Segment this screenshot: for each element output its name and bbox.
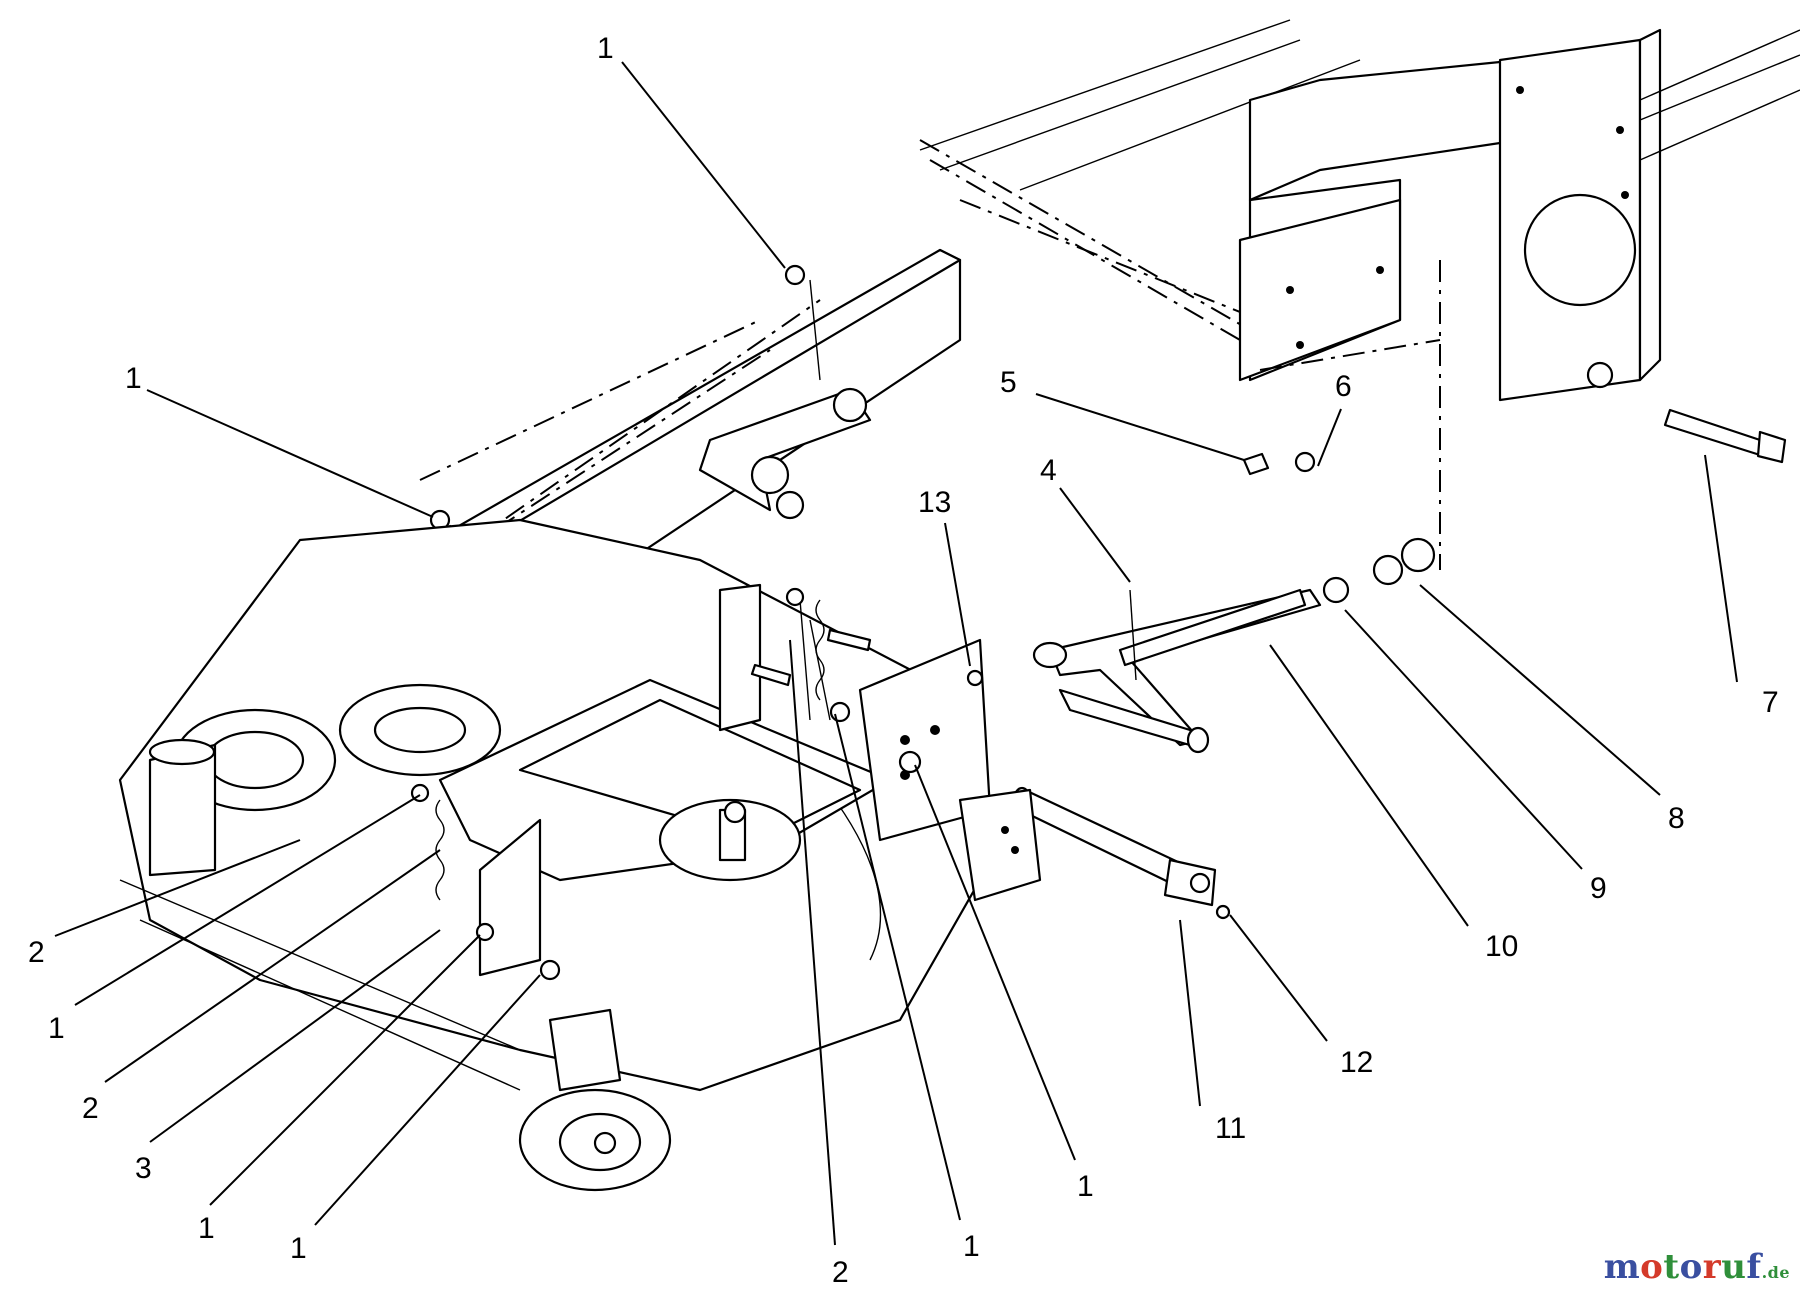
- callout-part-2-left: 2: [28, 936, 45, 969]
- watermark-letter: t: [1663, 1247, 1680, 1287]
- watermark-letter: u: [1721, 1247, 1747, 1287]
- callout-part-5: 5: [1000, 366, 1017, 399]
- watermark-logo: motoruf.de: [1604, 1247, 1790, 1287]
- deck-pin: [1012, 786, 1231, 920]
- callout-part-13: 13: [918, 486, 951, 519]
- deck-chains: [410, 587, 984, 981]
- callout-part-1-left: 1: [125, 362, 142, 395]
- callout-labels: 1 1 5 6 4 13 7 8 9 10 12 11 2 1 2 3 1 1 …: [28, 32, 1779, 1289]
- callout-part-8: 8: [1668, 802, 1685, 835]
- callout-part-3: 3: [135, 1152, 152, 1185]
- callout-part-1-bottom-d: 1: [1077, 1170, 1094, 1203]
- pivot-bolt: [1663, 408, 1787, 464]
- callout-part-1-top: 1: [597, 32, 614, 65]
- callout-part-2-bottom: 2: [832, 1256, 849, 1289]
- callout-part-2-left-b: 2: [82, 1092, 99, 1125]
- callout-part-4: 4: [1040, 454, 1057, 487]
- watermark-letter: r: [1702, 1247, 1722, 1287]
- watermark-letter: o: [1679, 1247, 1703, 1287]
- watermark-text: motoruf: [1604, 1247, 1762, 1287]
- callout-part-9: 9: [1590, 872, 1607, 905]
- callout-part-1-bottom-c: 1: [963, 1230, 980, 1263]
- watermark-letter: o: [1640, 1247, 1664, 1287]
- callout-part-1-bottom-b: 1: [290, 1232, 307, 1265]
- tractor-frame: [919, 19, 1800, 570]
- caster-wheel: [518, 1008, 672, 1192]
- callout-part-7: 7: [1762, 686, 1779, 719]
- watermark-letter: f: [1746, 1247, 1762, 1287]
- watermark-suffix: .de: [1761, 1263, 1790, 1282]
- callout-part-12: 12: [1340, 1046, 1373, 1079]
- callout-part-11: 11: [1215, 1112, 1246, 1145]
- lift-arm-assembly: [1032, 451, 1436, 754]
- callout-part-10: 10: [1485, 930, 1518, 963]
- callout-part-1-left-b: 1: [48, 1012, 65, 1045]
- leader-lines: [54, 61, 1738, 1246]
- watermark-letter: m: [1603, 1247, 1641, 1287]
- callout-part-1-bottom-a: 1: [198, 1212, 215, 1245]
- mower-deck: [118, 518, 1042, 1092]
- callout-part-6: 6: [1335, 370, 1352, 403]
